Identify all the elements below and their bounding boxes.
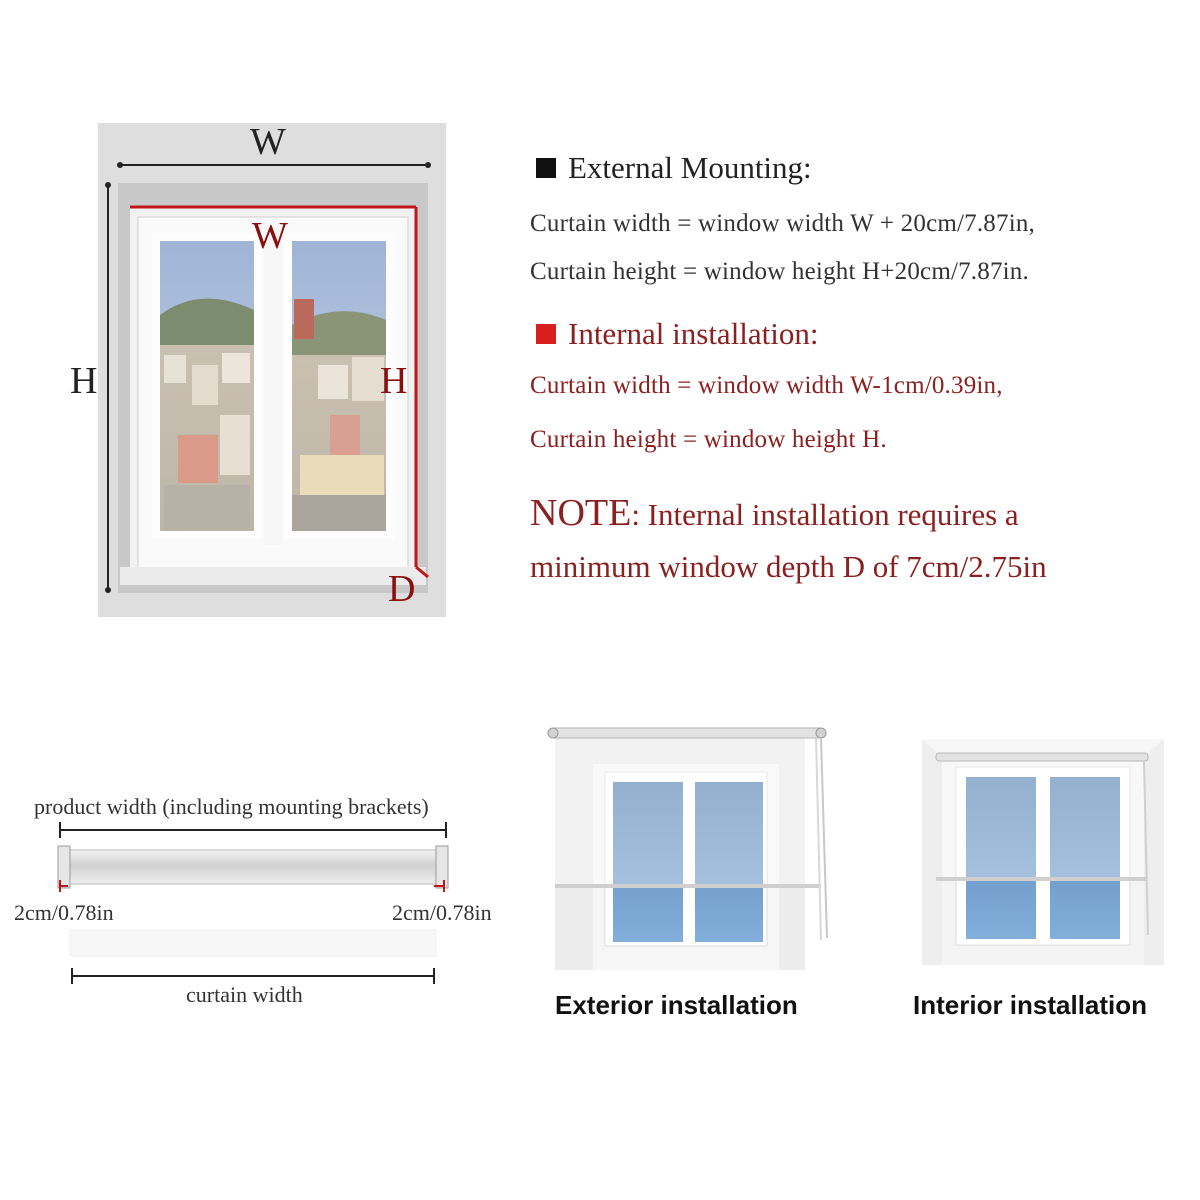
- note-line-2: minimum window depth D of 7cm/2.75in: [530, 548, 1047, 584]
- external-width-line: Curtain width = window width W + 20cm/7.…: [530, 210, 1036, 237]
- interior-installation-label: Interior installation: [913, 990, 1148, 1020]
- external-heading-text: External Mounting:: [568, 150, 812, 185]
- exterior-installation-label: Exterior installation: [555, 990, 798, 1020]
- right-glass: [1050, 777, 1120, 939]
- black-square-icon: [536, 158, 556, 178]
- right-margin-label: 2cm/0.78in: [392, 900, 492, 925]
- exterior-installation-figure: [545, 720, 835, 980]
- external-height-line: Curtain height = window height H+20cm/7.…: [530, 258, 1029, 285]
- roller-diagram: product width (including mounting bracke…: [10, 790, 510, 1020]
- roller-bar: [550, 727, 824, 739]
- note-line-1: NOTE: Internal installation requires a: [530, 484, 1170, 543]
- window-illustration: [98, 123, 446, 617]
- exterior-svg: [547, 727, 828, 970]
- roller-tube: [63, 849, 443, 885]
- left-glass: [966, 777, 1036, 939]
- internal-height-line: Curtain height = window height H.: [530, 426, 887, 453]
- internal-width-line: Curtain width = window width W-1cm/0.39i…: [530, 372, 1003, 399]
- internal-heading: Internal installation:: [536, 316, 819, 352]
- note-prefix: NOTE: [530, 492, 632, 534]
- left-glass: [613, 782, 683, 942]
- curtain-width-label: curtain width: [186, 982, 303, 1007]
- external-heading: External Mounting:: [536, 150, 812, 186]
- red-square-icon: [536, 324, 556, 344]
- roller-bar: [935, 752, 1149, 762]
- window-sill: [120, 567, 426, 585]
- roller-svg: [57, 822, 449, 984]
- window-dimension-diagram: W W H H D: [60, 115, 460, 625]
- interior-svg: [922, 739, 1164, 965]
- curtain-fabric: [69, 929, 437, 957]
- left-bracket: [57, 845, 71, 889]
- interior-installation-figure: [918, 735, 1168, 970]
- right-glass: [695, 782, 763, 942]
- depth-label: D: [388, 568, 416, 610]
- right-bracket: [435, 845, 449, 889]
- product-width-label: product width (including mounting bracke…: [34, 794, 429, 819]
- outer-width-label: W: [250, 121, 286, 163]
- outer-height-label: H: [70, 360, 98, 402]
- left-margin-label: 2cm/0.78in: [14, 900, 114, 925]
- blind-fabric: [555, 736, 819, 886]
- note-line-1-text: : Internal installation requires a: [631, 497, 1019, 532]
- internal-heading-text: Internal installation:: [568, 316, 819, 351]
- blind-fabric: [942, 757, 1144, 879]
- note-block: NOTE: Internal installation requires a m…: [530, 484, 1170, 591]
- inner-width-label: W: [252, 215, 288, 257]
- depth-line: [415, 565, 429, 579]
- inner-height-label: H: [380, 360, 408, 402]
